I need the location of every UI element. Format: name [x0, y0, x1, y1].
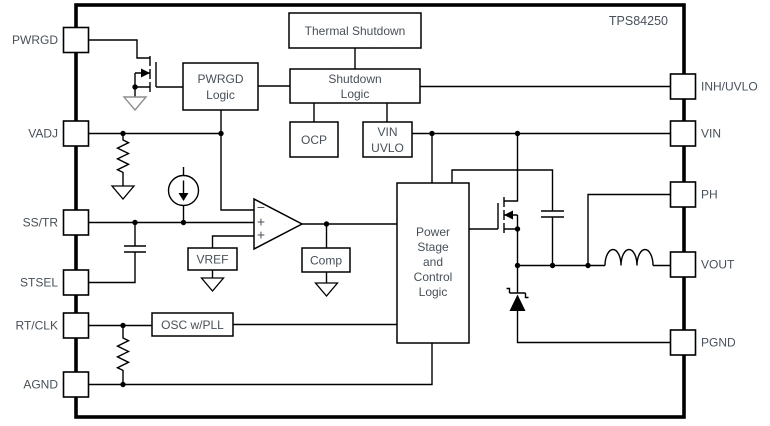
ground-symbol — [110, 185, 136, 201]
labels: TPS84250 PWRGD VADJ SS/TR STSEL RT/CLK A… — [12, 14, 758, 392]
pin-pwrgd — [62, 26, 90, 54]
resistor-symbol — [115, 133, 131, 186]
ocp-label: OCP — [301, 133, 327, 147]
shutdown-logic-block — [289, 68, 421, 104]
nmos-gate — [155, 62, 183, 88]
resistor-symbol — [115, 325, 131, 385]
rt-resistor — [115, 325, 131, 385]
pins — [62, 26, 697, 398]
capacitor-symbol — [88, 222, 146, 284]
osc-block — [151, 312, 234, 337]
inductor-symbol — [604, 248, 671, 267]
vref-block — [187, 247, 238, 271]
ground-symbol — [122, 96, 148, 112]
current-source-circle — [167, 174, 200, 207]
vref-ground — [200, 270, 225, 293]
pin-agnd — [62, 371, 90, 398]
power-stage-label-3: and — [423, 255, 443, 269]
current-source — [167, 167, 200, 223]
ground-symbol — [200, 277, 225, 293]
pin-vout — [669, 251, 697, 278]
pwrgd-nmos-transistor — [122, 56, 183, 112]
pin-label-vadj: VADJ — [28, 127, 58, 141]
pin-pgnd — [669, 329, 697, 356]
pin-stsel — [62, 269, 90, 296]
vin-uvlo-block — [362, 121, 413, 158]
blocks — [151, 12, 470, 344]
diode-anode-triangle — [509, 294, 526, 311]
power-stage-label-4: Control — [414, 270, 453, 284]
pin-rtclk — [62, 312, 90, 339]
ground-symbol — [314, 282, 339, 298]
wire-pwrgd-net — [88, 39, 150, 59]
ocp-block — [289, 121, 339, 158]
pin-label-ph: PH — [701, 188, 718, 202]
pin-label-sstr: SS/TR — [23, 216, 59, 230]
wire-vin-to-fet-drain — [504, 133, 519, 202]
part-number: TPS84250 — [609, 14, 668, 28]
shutdown-logic-label-2: Logic — [341, 87, 370, 101]
pin-vin — [669, 120, 697, 147]
error-amp-plus-sign-top: + — [257, 214, 265, 230]
wires — [88, 39, 671, 386]
vadj-resistor — [110, 133, 136, 201]
error-amp-minus-sign: − — [257, 199, 265, 215]
pin-label-vin: VIN — [701, 127, 721, 141]
pin-label-pgnd: PGND — [701, 336, 736, 350]
junction-dots — [120, 84, 591, 388]
wire-feedback-net — [220, 110, 254, 211]
thermal-shutdown-label: Thermal Shutdown — [305, 24, 406, 38]
pin-label-stsel: STSEL — [20, 276, 58, 290]
wire-pgnd-net — [516, 311, 671, 344]
nmos-body-arrow — [141, 68, 150, 78]
bootstrap-capacitor — [451, 169, 564, 266]
pin-label-inh-uvlo: INH/UVLO — [701, 80, 758, 94]
capacitor-symbol — [451, 169, 564, 266]
pin-vadj — [62, 120, 90, 147]
pin-label-vout: VOUT — [701, 258, 735, 272]
power-stage-label-5: Logic — [419, 285, 448, 299]
wire-vref-net — [211, 235, 254, 248]
comp-label: Comp — [310, 254, 342, 268]
schottky-diode — [506, 265, 671, 344]
diode-cathode — [506, 265, 529, 299]
pin-label-pwrgd: PWRGD — [12, 33, 58, 47]
error-amp-plus-sign-bottom: + — [257, 227, 265, 243]
comp-ground — [314, 272, 339, 298]
pin-sstr — [62, 209, 90, 236]
vin-uvlo-label-2: UVLO — [371, 141, 404, 155]
pin-label-rtclk: RT/CLK — [16, 319, 58, 333]
pin-ph — [669, 181, 697, 208]
vref-label: VREF — [196, 253, 228, 267]
wire-ph-net — [587, 193, 671, 266]
pwrgd-logic-label-1: PWRGD — [198, 72, 244, 86]
nmos-gate — [469, 203, 499, 230]
pwrgd-logic-block — [182, 62, 259, 111]
osc-label: OSC w/PLL — [161, 318, 224, 332]
pin-inh-uvlo — [669, 73, 697, 100]
power-stage-block — [396, 182, 470, 344]
power-stage-label-2: Stage — [417, 240, 449, 254]
current-source-arrow — [178, 193, 189, 201]
power-stage-label-1: Power — [416, 225, 450, 239]
shutdown-logic-label-1: Shutdown — [328, 72, 381, 86]
error-amplifier — [253, 197, 304, 251]
wire-agnd-net — [88, 343, 433, 386]
chip-outline — [74, 3, 686, 419]
pwrgd-logic-label-2: Logic — [206, 88, 235, 102]
soft-start-capacitor — [88, 222, 146, 284]
comp-block — [301, 247, 351, 273]
thermal-shutdown-block — [288, 12, 422, 49]
nmos-body-arrow — [504, 210, 513, 220]
vin-uvlo-label-1: VIN — [377, 125, 397, 139]
power-nmos-transistor — [469, 197, 519, 233]
output-inductor — [604, 248, 671, 267]
pin-label-agnd: AGND — [23, 378, 58, 392]
